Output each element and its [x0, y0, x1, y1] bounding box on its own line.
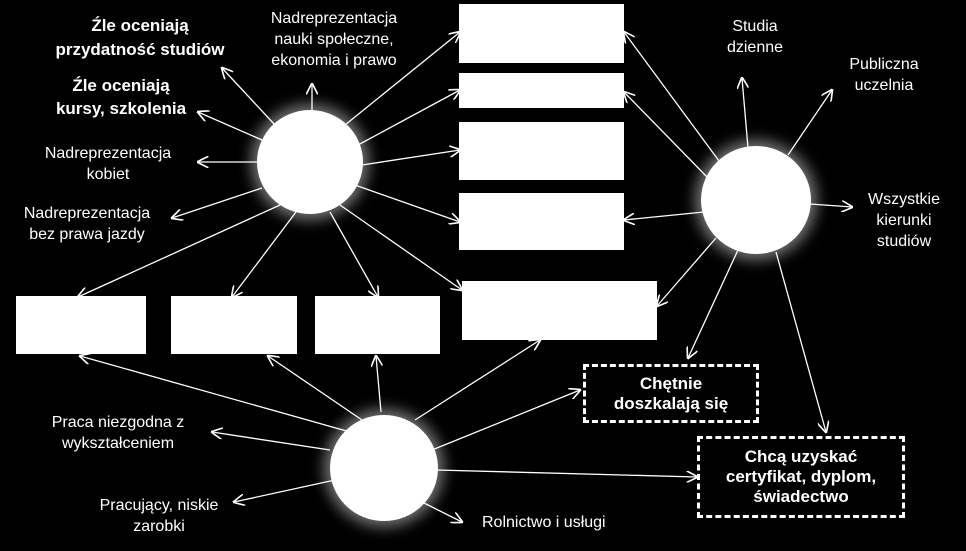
arrow-c2-dzienne	[742, 78, 748, 149]
arrow-c1-box1	[344, 32, 460, 126]
arrow-c1-box4	[354, 184, 460, 222]
label-chetnie-doszkalaja: Chętnie doszkalają się	[613, 373, 729, 413]
arrow-c1-box3	[361, 150, 460, 166]
circle-node-left	[257, 110, 363, 214]
label-praca-niezgodna: Praca niezgodna z wykształceniem	[51, 414, 185, 452]
label-zle-kursy: Źle oceniają kursy, szkolenia	[55, 76, 187, 118]
blank-box-4	[459, 193, 624, 250]
circle-node-right	[701, 146, 811, 254]
arrow-c3-certyfikat	[435, 469, 697, 477]
arrow-c1-prawo-jazdy	[172, 187, 263, 218]
label-zle-przydatnosc: Źle oceniają przydatność studiów	[55, 16, 225, 59]
dashed-box-certyfikat: Chcą uzyskać certyfikat, dyplom, świadec…	[697, 436, 905, 518]
arrow-c3-bottombox2	[268, 356, 363, 421]
arrow-c1-bottombox3	[329, 211, 378, 297]
arrow-c3-bottombox3	[376, 356, 381, 413]
arrow-c3-bottombox1	[80, 356, 351, 433]
blank-box-5	[462, 281, 657, 340]
blank-box-bottom-2	[171, 296, 297, 354]
arrow-c3-box5	[414, 340, 540, 421]
label-pracujacy-niskie: Pracujący, niskie zarobki	[99, 497, 219, 535]
arrow-c2-publiczna	[787, 90, 832, 156]
dashed-box-chetnie: Chętnie doszkalają się	[583, 364, 759, 423]
arrow-c3-chetnie	[431, 390, 580, 451]
arrow-c2-box4	[624, 211, 705, 220]
arrow-c2-box5	[657, 237, 717, 306]
blank-box-bottom-1	[16, 296, 146, 354]
arrow-c2-box1	[624, 32, 723, 166]
label-nadrep-kobiet: Nadreprezentacja kobiet	[44, 145, 172, 183]
arrow-c3-pracujacy	[234, 479, 336, 502]
blank-box-2	[459, 73, 624, 108]
arrow-c1-bottombox1	[78, 204, 281, 297]
label-studia-dzienne: Studia dzienne	[726, 18, 784, 56]
label-nadrep-nauki: Nadreprezentacja nauki społeczne, ekonom…	[270, 10, 398, 69]
arrow-c1-box2	[357, 90, 460, 146]
arrow-c2-certyfikat	[775, 251, 826, 432]
blank-box-bottom-3	[315, 296, 440, 354]
arrow-c1-kursy	[198, 112, 263, 141]
label-publiczna-uczelnia: Publiczna uczelnia	[849, 56, 919, 94]
arrow-c2-chetnie	[688, 249, 739, 358]
circle-node-bottom	[330, 415, 438, 521]
arrow-c1-box5	[339, 204, 462, 290]
blank-box-1	[459, 4, 624, 63]
arrow-c1-bottombox2	[232, 211, 297, 297]
label-rolnictwo-uslugi: Rolnictwo i usługi	[482, 514, 606, 531]
arrow-c3-rolnictwo	[417, 499, 462, 522]
arrow-c1-przydatnosc	[222, 68, 276, 126]
label-wszystkie-kierunki: Wszystkie kierunki studiów	[868, 191, 940, 250]
arrow-c3-praca	[212, 432, 331, 451]
blank-box-3	[459, 122, 624, 180]
label-chca-certyfikat: Chcą uzyskać certyfikat, dyplom, świadec…	[725, 447, 877, 506]
arrow-c2-kierunki	[809, 204, 852, 207]
label-nadrep-prawo-jazdy: Nadreprezentacja bez prawa jazdy	[23, 205, 151, 243]
arrow-c2-box2	[624, 92, 709, 179]
